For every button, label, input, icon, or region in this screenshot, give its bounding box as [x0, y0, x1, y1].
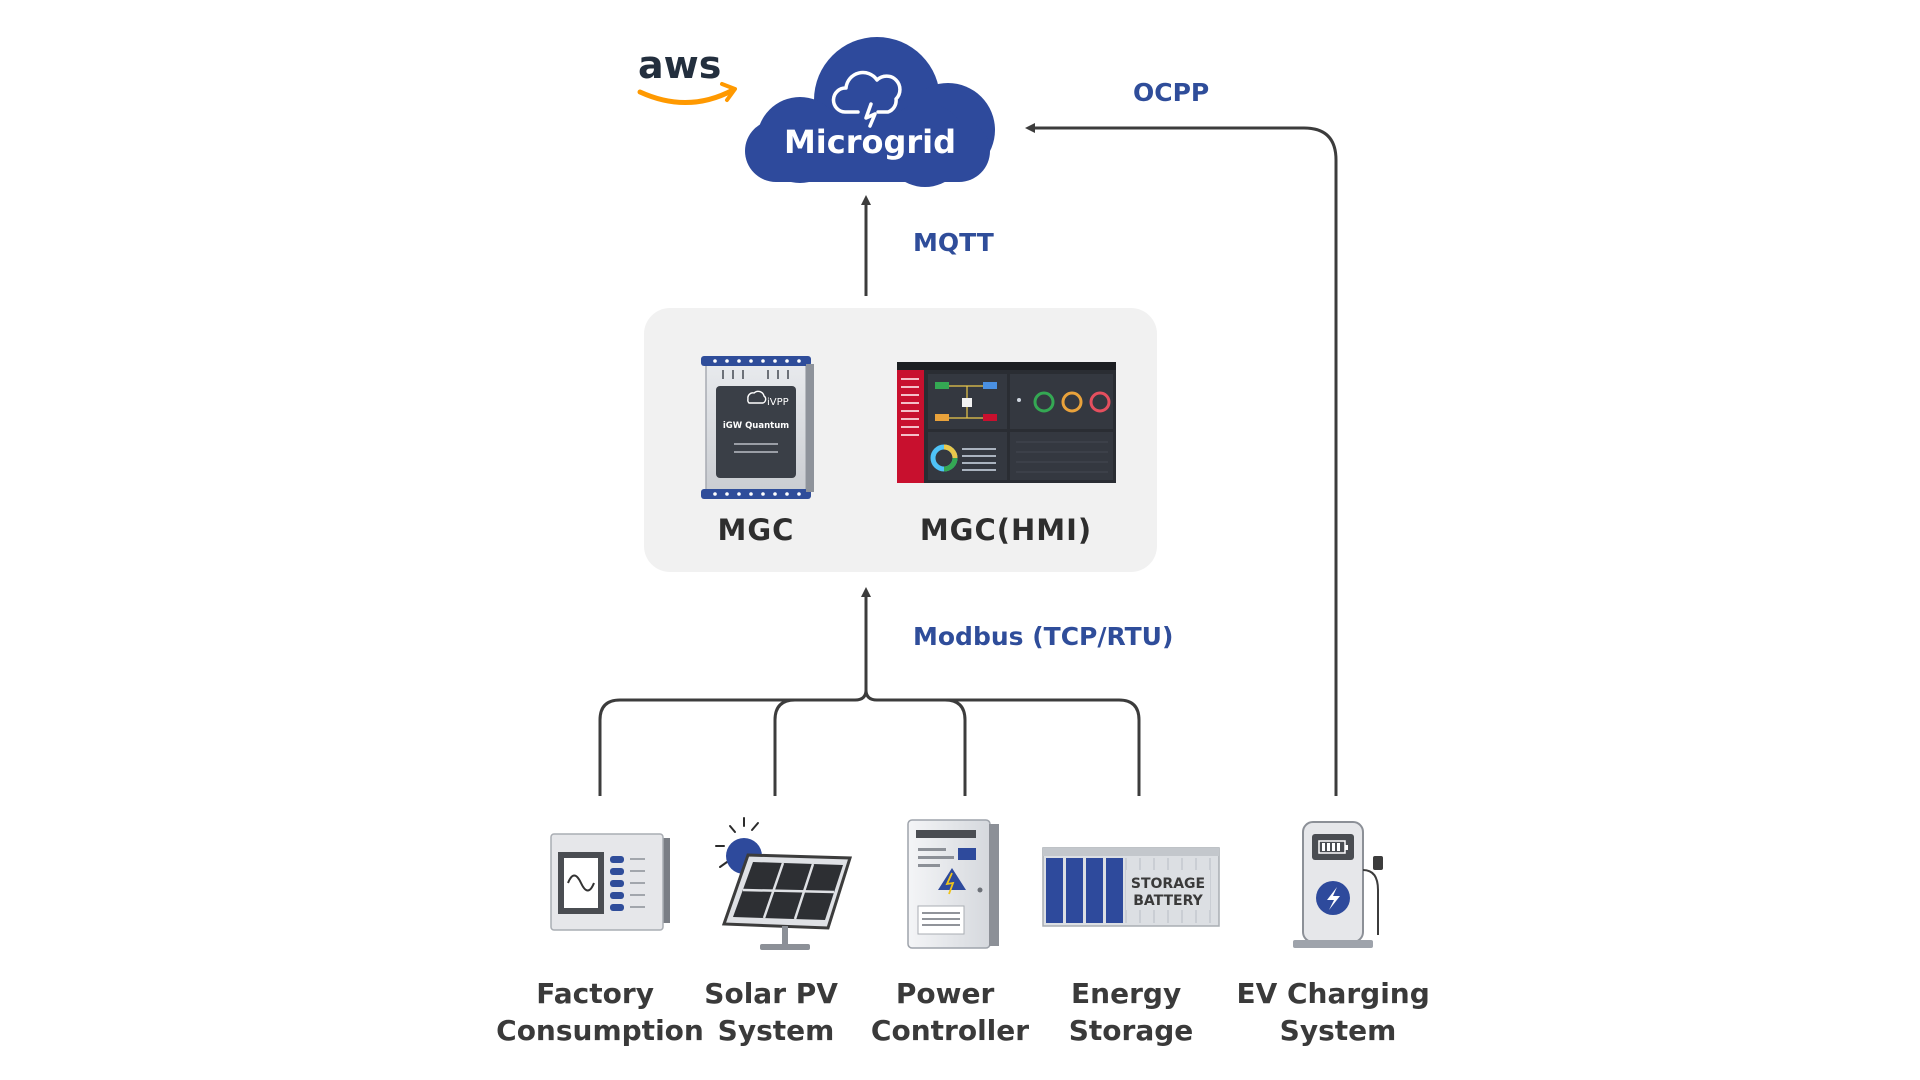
modbus-drop-power	[944, 698, 967, 796]
hmi-screen-icon[interactable]	[897, 362, 1116, 483]
microgrid-cloud[interactable]: Microgrid	[745, 37, 995, 187]
mgc-device-icon[interactable]: iVPP iGW Quantum	[701, 356, 814, 499]
aws-smile-icon	[637, 87, 736, 105]
solar-label: Solar PV System	[704, 977, 847, 1047]
modbus-trunk-line	[598, 587, 871, 796]
storage-battery-icon[interactable]: STORAGE BATTERY	[1042, 847, 1220, 927]
power-label: Power Controller	[871, 977, 1029, 1047]
mgc-device-brand: iVPP	[767, 397, 789, 408]
factory-label: Factory Consumption	[496, 977, 704, 1047]
factory-meter-icon[interactable]	[550, 833, 670, 931]
modbus-label: Modbus (TCP/RTU)	[913, 622, 1173, 651]
solar-panel-icon[interactable]	[715, 817, 853, 950]
connectors	[598, 123, 1338, 796]
cloud-small-icon	[831, 70, 902, 128]
cloud-shape-icon	[745, 37, 995, 187]
hmi-label: MGC(HMI)	[920, 513, 1092, 547]
mqtt-label: MQTT	[913, 228, 994, 257]
mgc-label: MGC	[718, 513, 795, 547]
modbus-drop-solar	[773, 698, 796, 796]
aws-logo: aws	[637, 43, 737, 105]
cloud-title: Microgrid	[784, 123, 956, 161]
storage-panel-line2: BATTERY	[1133, 893, 1203, 909]
ocpp-link-line	[1025, 123, 1338, 796]
power-cabinet-icon[interactable]	[907, 819, 999, 949]
aws-logo-text: aws	[638, 43, 721, 87]
storage-label: Energy Storage	[1069, 977, 1194, 1047]
storage-panel-line1: STORAGE	[1131, 876, 1205, 892]
modbus-bus-right	[864, 689, 1141, 796]
ev-label: EV Charging System	[1236, 977, 1439, 1047]
mgc-device-model: iGW Quantum	[723, 421, 789, 431]
ev-charger-icon[interactable]	[1293, 821, 1383, 948]
ocpp-label: OCPP	[1133, 78, 1209, 107]
